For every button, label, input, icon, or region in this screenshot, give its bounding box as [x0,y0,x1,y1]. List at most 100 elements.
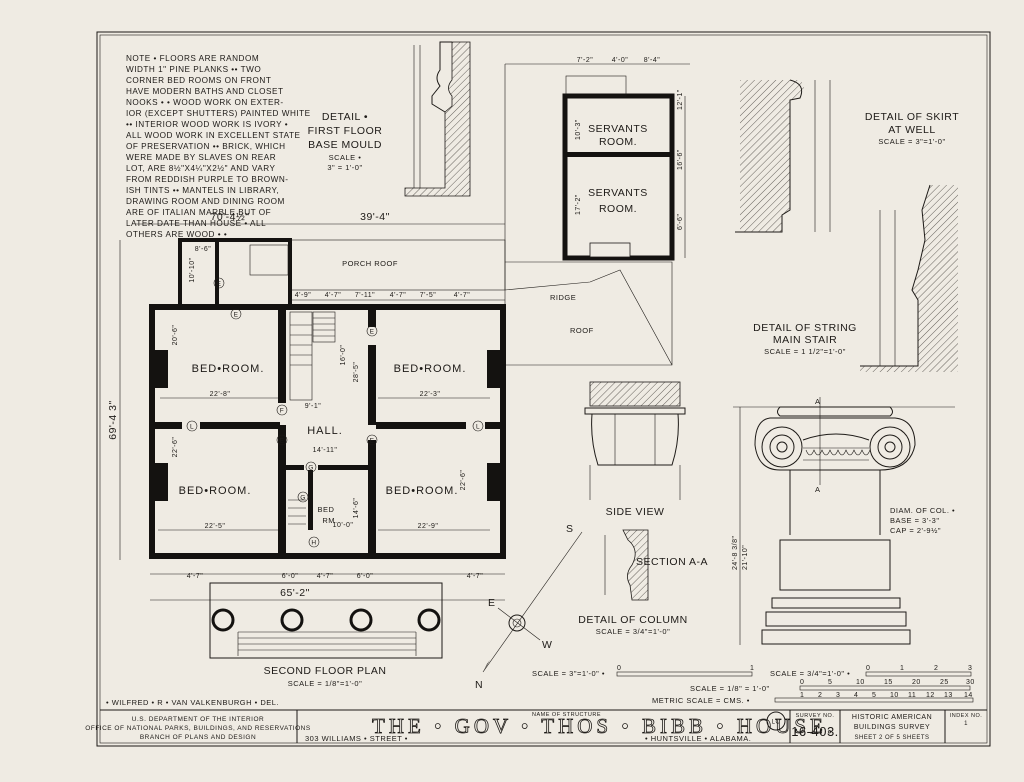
drawing-label: 6'-0" [282,573,298,580]
drawing-label: SERVANTS [588,187,648,199]
second-floor-plan-line-line [366,325,378,337]
north-arrow-compass-line [483,660,490,672]
drawing-label: 17'-2" [575,194,582,215]
drawing-label: DRAWING ROOM AND DINING ROOM [126,197,285,206]
second-floor-plan-line [237,631,417,656]
second-floor-plan-line [278,425,286,556]
second-floor-plan-line [209,582,443,659]
drawing-label: OTHERS ARE WOOD • • [126,230,227,239]
drawing-label: 10'-0" [333,522,354,529]
drawing-label: RM. [322,516,337,525]
string-detail-line [860,185,958,372]
drawing-label: SCALE = 3/4"=1'-0" • [770,669,850,678]
drawing-label: 16'-0" [340,345,347,366]
second-floor-plan-line [200,422,280,429]
servants-quarters-plan-line [505,261,673,366]
drawing-label: MAIN STAIR [773,334,837,346]
drawing-label: 8'-4" [644,57,660,64]
drawing-label: 4 [854,692,858,699]
drawing-label: SECOND FLOOR PLAN [264,665,387,677]
drawing-label: 28'-5" [353,362,360,383]
drawing-label: 69'-4 3" [107,400,119,440]
second-floor-plan-line [312,311,336,343]
side-view-detail: SIDE VIEW [584,381,686,518]
drawing-label: BASE MOULD [308,139,382,151]
second-floor-plan-line [368,345,376,425]
drawing-label: 30 [966,679,975,686]
drawing-label: BASE = 3'-3" [890,516,940,525]
second-floor-plan-line-line [230,308,242,320]
column-capital-detail-line [769,434,795,460]
drawing-label: 5 [872,692,876,699]
drawing-label: 12'-1" [677,89,684,110]
second-floor-plan-line-line [276,404,288,416]
base-mould-detail-line [431,41,452,113]
column-capital-detail-line [803,447,869,461]
drawing-label: 14 [964,692,973,699]
second-floor-plan-line [318,465,368,470]
graphic-scales-line [865,671,972,677]
side-view-detail-line [584,407,686,415]
drawing-label: 20'-6" [172,325,179,346]
side-view-detail-line [589,381,681,407]
drawing-label: SCALE • [329,153,362,162]
drawing-label: BUILDINGS SURVEY [854,724,930,731]
drawing-label: 10'-3" [575,119,582,140]
second-floor-plan-line [280,608,304,632]
servants-quarters-plan-line [565,152,672,157]
drawing-label: DIAM. OF COL. • [890,506,955,515]
drawing-label: H [311,540,316,547]
drawing-label: U.S. DEPARTMENT OF THE INTERIOR [132,716,264,723]
north-arrow-compass-line [512,618,522,628]
second-floor-plan-line-line [186,420,198,432]
drawing-label: 22'-5" [205,523,226,530]
drawing-label: 0 [866,665,870,672]
drawing-label: 0 [617,665,621,672]
drawing-label: WERE MADE BY SLAVES ON REAR [126,153,276,162]
drawing-label: 4'-7" [390,292,406,299]
drawing-label: 22'-8" [210,391,231,398]
sheet-inner-border [99,34,988,744]
drawing-label: OFFICE OF NATIONAL PARKS, BUILDINGS, AND… [85,725,311,732]
drawing-label: 1 [800,692,804,699]
drawing-label: SHEET 2 OF 5 SHEETS [854,735,929,741]
drawing-label: SCALE = 3"=1'-0" [878,137,945,146]
second-floor-plan-line: E E E F E E L L G G H [186,277,484,548]
drawing-label: 22'-6" [172,437,179,458]
drawing-label: BED•ROOM. [192,363,265,375]
drawing-label: 16-403. [791,724,839,739]
drawing-label: BED•ROOM. [386,485,459,497]
drawing-label: BRANCH OF PLANS AND DESIGN [140,734,256,741]
drawing-label: SECTION A-A [636,556,708,568]
drawing-label: HISTORIC AMERICAN [852,714,932,721]
drawing-label: BED•ROOM. [179,485,252,497]
drawing-label: RIDGE [550,293,576,302]
drawing-label: 10'-10" [189,257,196,282]
second-floor-plan-line [211,608,235,632]
drawing-label: 5 [828,679,832,686]
drawing-label: 10 [856,679,865,686]
second-floor-plan: 70'-4½" 39'-4" 69'-4 3" 65'-2" 8'-6" 10'… [107,211,506,688]
drawing-label: DETAIL • [322,111,368,123]
drawing-label: 14'-6" [353,498,360,519]
drawing-label: 7'-11" [355,292,375,299]
second-floor-plan-line [376,422,466,429]
drawing-label: DETAIL OF SKIRT [865,111,959,123]
drawing-label: 9'-1" [305,403,321,410]
drawing-label: DETAIL OF COLUMN [578,614,688,626]
second-floor-plan-line-line [297,491,309,503]
second-floor-plan-line-line [366,434,378,446]
column-capital-detail-line [761,597,911,645]
drawing-label: L [476,424,480,431]
second-floor-plan-line [152,350,168,388]
drawing-label: SIDE VIEW [606,506,665,518]
column-capital-detail: A A 24'-8 3/8" 21'-10" DIAM. OF COL. • B… [732,397,955,645]
second-floor-plan-line [487,463,503,501]
skirt-detail-line [735,79,803,233]
drawing-label: ARE OF ITALIAN MARBLE BUT OF [126,208,271,217]
graphic-scales-line [774,697,974,703]
drawing-label: 8'-6" [195,246,211,253]
north-arrow-compass-line [497,607,541,641]
drawing-label: G [300,495,306,502]
